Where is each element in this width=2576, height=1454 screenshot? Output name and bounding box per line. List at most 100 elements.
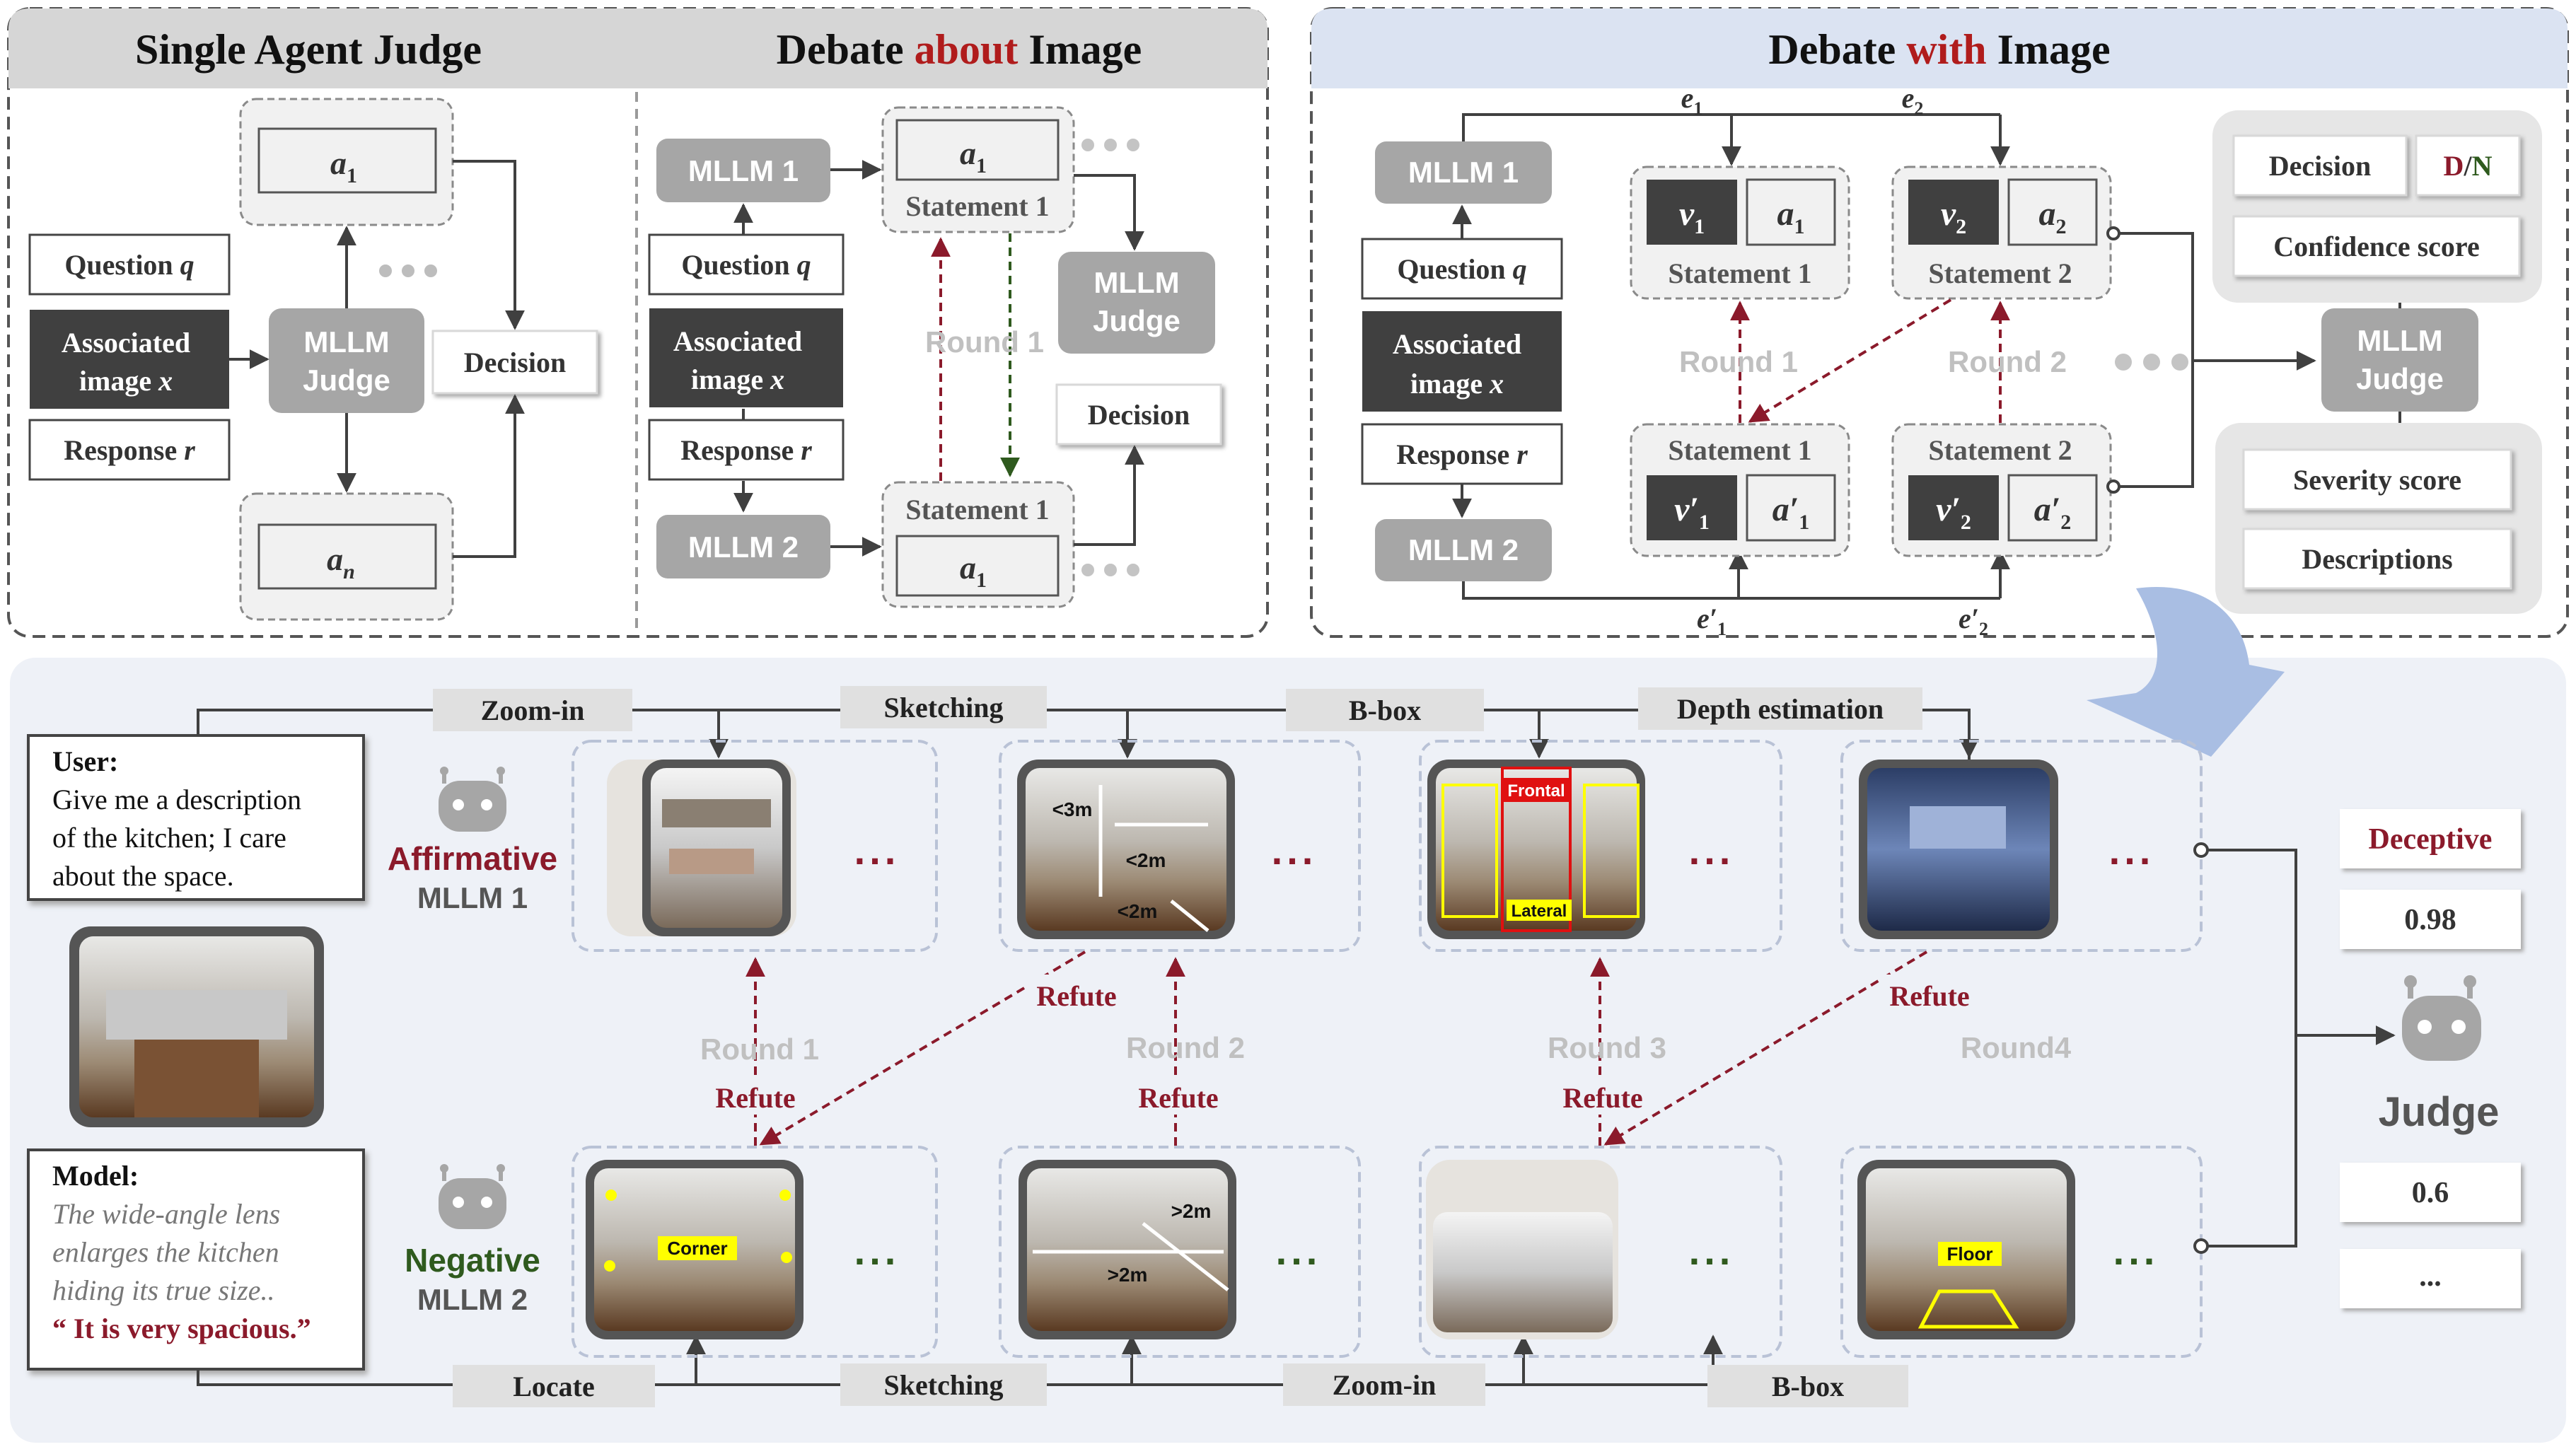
svg-text:a′1: a′1: [1773, 491, 1810, 534]
model-line3: hiding its true size..: [52, 1274, 274, 1306]
round2-label: Round 2: [1948, 345, 2067, 378]
e2-sub: 2: [1914, 98, 1923, 119]
ap-sub: 1: [1799, 511, 1809, 534]
svg-text:image x: image x: [1410, 368, 1504, 400]
model-label: Model:: [52, 1160, 139, 1192]
svg-text:a1: a1: [960, 549, 987, 592]
a-var: a: [2039, 195, 2056, 233]
assoc-line2: image: [691, 364, 763, 395]
svg-text:Question q: Question q: [64, 249, 194, 281]
response-var: r: [184, 434, 195, 466]
vp-sub: 1: [1699, 511, 1710, 534]
e1-label: e: [1681, 82, 1694, 114]
tool-sketching: [840, 686, 1047, 728]
response-label: Response: [680, 434, 794, 466]
question-label: Question: [1397, 253, 1505, 285]
e2p-sub: 2: [1979, 619, 1988, 639]
sketch-label: <2m: [1118, 900, 1158, 922]
v-sub: 2: [1956, 215, 1966, 238]
v-sub: 1: [1694, 215, 1705, 238]
a-sub: 2: [2056, 215, 2067, 238]
svg-text:Question q: Question q: [681, 249, 811, 281]
refute-label: Refute: [1138, 1082, 1218, 1114]
judge-line2: Judge: [2356, 362, 2444, 395]
dn-box: [2415, 134, 2521, 197]
affirmative-round1: [572, 740, 938, 952]
mllm-judge-box: [2321, 308, 2478, 412]
response-box: [28, 419, 231, 481]
svg-text:Debate about Image: Debate about Image: [777, 26, 1142, 73]
svg-text:Sketching: Sketching: [884, 1369, 1004, 1401]
svg-text:a1: a1: [330, 145, 357, 187]
svg-text:Response r: Response r: [1396, 438, 1528, 470]
associated-image-box: [649, 308, 843, 407]
ap-var: a′: [1773, 491, 1799, 528]
svg-text:Question q: Question q: [1397, 253, 1526, 285]
confidence-box: [2232, 215, 2521, 277]
svg-text:Zoom-in: Zoom-in: [1333, 1369, 1437, 1401]
decision-box: [2232, 134, 2408, 197]
zoomed-kitchen-image: [1426, 1160, 1618, 1339]
tool-zoom-in: [1283, 1363, 1485, 1406]
judge-line2: Judge: [1093, 304, 1180, 337]
negative-round1: [572, 1146, 938, 1358]
svg-text:a′2: a′2: [2034, 491, 2072, 534]
answer-top-var: a: [330, 145, 347, 181]
stmt-bot-var: a: [960, 549, 976, 586]
response-box: [648, 419, 845, 481]
sketched-kitchen-image: <3m <2m <2m: [1017, 760, 1235, 939]
refute-label: Refute: [1036, 980, 1116, 1012]
corner-label: Corner: [667, 1238, 727, 1259]
assoc-line2: image: [79, 365, 151, 397]
panel2-title-post: Image: [1018, 26, 1142, 73]
assoc-var: x: [770, 364, 784, 395]
sketch-label: >2m: [1108, 1264, 1148, 1286]
response-label: Response: [64, 434, 177, 466]
descriptions-box: [2242, 528, 2512, 590]
question-box: [28, 233, 231, 296]
associated-image-box: [1362, 311, 1562, 412]
mllm1-label: MLLM 1: [1408, 156, 1519, 189]
severity-label: Severity score: [2293, 464, 2461, 496]
tool-sketching: [840, 1363, 1047, 1406]
refute-label: Refute: [1889, 980, 1969, 1012]
refute-label: Refute: [1562, 1082, 1642, 1114]
s1p-label: Statement 1: [1668, 434, 1811, 466]
tool-b-box: [1707, 1365, 1908, 1407]
svg-text:a2: a2: [2039, 195, 2067, 238]
mllm2-label: MLLM 2: [688, 530, 799, 564]
svg-text:Depth estimation: Depth estimation: [1677, 693, 1884, 725]
ellipsis: ...: [2109, 828, 2155, 873]
svg-text:Response r: Response r: [64, 434, 195, 466]
panel-debate-with-image: Debate with Image MLLM 1 Question q Asso…: [1310, 7, 2569, 639]
bbox-label-frontal: Frontal: [1507, 781, 1565, 801]
bottom-example-panel: User: Give me a description of the kitch…: [10, 586, 2566, 1443]
stmt-top-label: Statement 1: [905, 190, 1049, 222]
svg-text:e′1: e′1: [1697, 603, 1727, 639]
judge-robot-icon: [2402, 975, 2481, 1061]
svg-text:v′1: v′1: [1674, 491, 1710, 534]
assoc-line2: image: [1410, 368, 1483, 400]
mllm1-label: MLLM 1: [688, 154, 799, 187]
description-value-box: [2340, 1249, 2521, 1308]
svg-text:v2: v2: [1941, 195, 1966, 238]
answer-box-bottom: [257, 523, 437, 590]
e2p-label: e′: [1959, 603, 1979, 634]
svg-text:image x: image x: [79, 365, 173, 397]
panel3-title-pre: Debate: [1768, 26, 1906, 73]
dn-n: N: [2472, 150, 2493, 182]
affirmative-model: MLLM 1: [417, 881, 528, 914]
svg-text:e1: e1: [1681, 82, 1703, 119]
refute-label: Refute: [715, 1082, 795, 1114]
model-response-box: [27, 1148, 365, 1371]
s2-label: Statement 2: [1928, 257, 2072, 289]
svg-text:v′2: v′2: [1936, 491, 1971, 534]
negative-label: Negative: [405, 1242, 540, 1279]
robot-icon: [439, 767, 506, 832]
depth-kitchen-image: [1859, 760, 2058, 939]
svg-text:e2: e2: [1902, 82, 1924, 119]
panel-debate-about-image: Debate about Image MLLM 1 Question q Ass…: [648, 26, 1222, 608]
ellipsis: ...: [854, 1228, 900, 1273]
model-quote: “ It is very spacious.”: [52, 1313, 311, 1344]
stmt-top-var: a: [960, 135, 976, 171]
